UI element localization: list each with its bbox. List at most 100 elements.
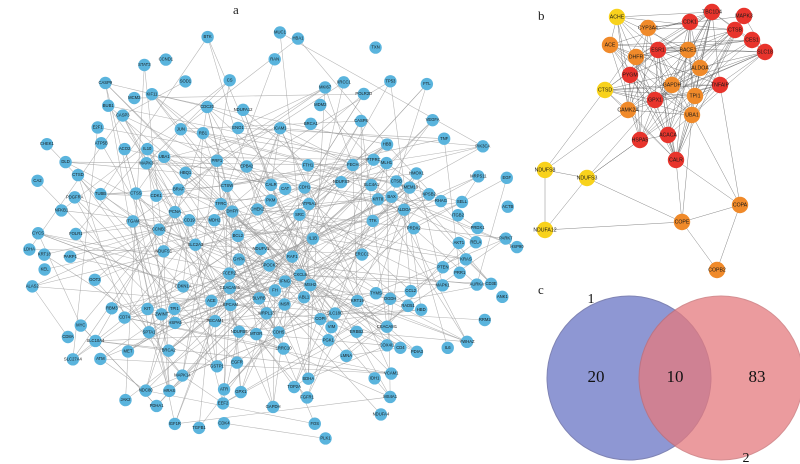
network-b-node-circle bbox=[601, 36, 619, 54]
network-a-node: CTSB bbox=[390, 175, 403, 188]
network-a-edge bbox=[74, 197, 150, 333]
network-a-node: PRF1 bbox=[210, 154, 224, 167]
network-a-node: CASP3 bbox=[116, 109, 130, 122]
network-a-node: ITGB2 bbox=[451, 209, 465, 222]
network-a-edge bbox=[404, 201, 463, 210]
network-a-node: VIM bbox=[325, 320, 338, 334]
network-b-edge bbox=[629, 74, 677, 161]
network-a-node: EPCAM bbox=[223, 298, 238, 312]
panel-b-label: b bbox=[538, 8, 545, 23]
network-a-edge bbox=[256, 304, 285, 335]
network-a-edge bbox=[229, 287, 284, 349]
network-a-edge bbox=[178, 87, 326, 190]
network-a-node-circle bbox=[118, 142, 131, 156]
network-a-node-circle bbox=[304, 117, 318, 131]
network-b-edge bbox=[681, 221, 718, 271]
network-a-node: BAX bbox=[385, 190, 398, 203]
network-a-edge bbox=[189, 220, 274, 408]
network-a-edge bbox=[189, 219, 466, 260]
network-a-edge bbox=[274, 290, 358, 302]
network-a-node-circle bbox=[224, 298, 237, 312]
network-a-edge bbox=[360, 120, 363, 255]
network-a-edge bbox=[65, 161, 186, 174]
network-b-edge bbox=[604, 89, 677, 161]
network-a-node-label: PDHA1 bbox=[150, 403, 165, 408]
network-a-edge bbox=[269, 146, 484, 266]
network-a-edge bbox=[308, 87, 326, 379]
network-a-node: IDH1 bbox=[368, 372, 381, 385]
network-a-edge bbox=[125, 64, 145, 401]
network-a-node-circle bbox=[126, 215, 140, 228]
network-a-node-circle bbox=[260, 307, 273, 320]
network-a-node: VCAM1 bbox=[384, 367, 399, 380]
network-a-node-circle bbox=[404, 284, 417, 298]
network-a-node-label: STAT3 bbox=[138, 62, 151, 67]
network-a-node-label: IL10 bbox=[143, 146, 152, 151]
network-b-nodes: ACHECYP3A4TBC1D4MAPK3ACECDK1CTSBESR1DHFR… bbox=[533, 3, 774, 279]
network-a-node-circle bbox=[129, 187, 143, 200]
network-a-node-label: SLC10A4 bbox=[86, 338, 105, 343]
network-a-node-circle bbox=[38, 263, 51, 276]
network-a-node: PCNA bbox=[168, 205, 182, 219]
network-a-edge bbox=[413, 228, 449, 348]
network-a-edge bbox=[94, 211, 176, 280]
network-a-node: CDH1 bbox=[298, 181, 311, 194]
network-a-node: DLD bbox=[59, 155, 72, 169]
network-a-node-label: CDH5 bbox=[273, 329, 285, 334]
network-a-node-label: TYMS bbox=[370, 290, 382, 295]
network-a-node-circle bbox=[141, 142, 154, 156]
network-a-node: PIK3CA bbox=[475, 140, 491, 153]
network-a-node-label: PARK7 bbox=[499, 236, 513, 241]
network-a-node-circle bbox=[168, 417, 181, 431]
network-a-node-label: LRRC10 bbox=[276, 346, 293, 351]
network-a-node-label: FOLR1 bbox=[69, 231, 83, 236]
network-b-node: ACHE bbox=[608, 8, 626, 26]
network-a-node-circle bbox=[314, 98, 327, 112]
network-a-edge bbox=[260, 144, 388, 250]
network-b-edge bbox=[604, 51, 766, 91]
network-b-node: PYGM bbox=[621, 66, 639, 84]
network-a-node: EEF2 bbox=[216, 397, 230, 410]
network-a-node-label: MTOR bbox=[250, 331, 262, 336]
network-b-node-circle bbox=[639, 19, 657, 37]
network-a-node-label: DLD bbox=[61, 159, 69, 164]
network-a-edge bbox=[198, 119, 433, 429]
network-a-node-circle bbox=[268, 53, 281, 66]
network-a-node: CD3E bbox=[484, 277, 498, 290]
network-b-edge bbox=[586, 139, 641, 179]
network-a-node-label: COX4I1 bbox=[380, 342, 396, 347]
network-a-node-label: CEACAM5 bbox=[220, 285, 241, 290]
network-a-node: UBA1 bbox=[157, 150, 171, 164]
network-a-node-label: NDC80 bbox=[139, 388, 153, 393]
network-a-node-label: CDH1 bbox=[299, 185, 311, 190]
network-a-node: GAPDH bbox=[266, 400, 281, 414]
network-a-node: KRT8 bbox=[371, 193, 385, 206]
network-a-edge bbox=[174, 196, 392, 310]
network-a-node: FGFR1 bbox=[300, 391, 315, 404]
network-a-node-label: JUN bbox=[177, 126, 185, 131]
network-a-node-circle bbox=[38, 248, 51, 261]
network-a-node-circle bbox=[139, 384, 152, 397]
network-a-edge bbox=[310, 284, 388, 327]
venn-overlap-count: 10 bbox=[667, 367, 684, 386]
network-b-node-label: TNFAIP bbox=[711, 82, 730, 88]
network-a-node: INSR bbox=[278, 298, 291, 311]
network-a-node-label: BRCA2 bbox=[162, 348, 177, 353]
network-a-edge bbox=[341, 173, 417, 183]
network-a-node-circle bbox=[268, 284, 282, 297]
network-a-node-label: BRAF bbox=[173, 187, 185, 192]
network-a-node-circle bbox=[293, 268, 307, 282]
network-a-node-circle bbox=[407, 222, 420, 235]
network-a-node: ENO1 bbox=[231, 121, 244, 135]
network-b-node-label: TBC1D4 bbox=[702, 9, 722, 15]
network-a-node-circle bbox=[301, 159, 315, 172]
network-a-node-label: CHEK2 bbox=[250, 207, 265, 212]
network-a-node-label: EEF2 bbox=[218, 401, 229, 406]
network-a-node-label: GSTP1 bbox=[210, 363, 224, 368]
network-b-node-circle bbox=[673, 213, 691, 231]
network-a-node: ITGAM bbox=[126, 215, 140, 228]
network-a-node-label: ATR bbox=[220, 386, 228, 391]
network-a-node-circle bbox=[287, 380, 301, 394]
network-b-node-circle bbox=[663, 76, 681, 94]
network-a-node: DHFR bbox=[226, 205, 239, 218]
